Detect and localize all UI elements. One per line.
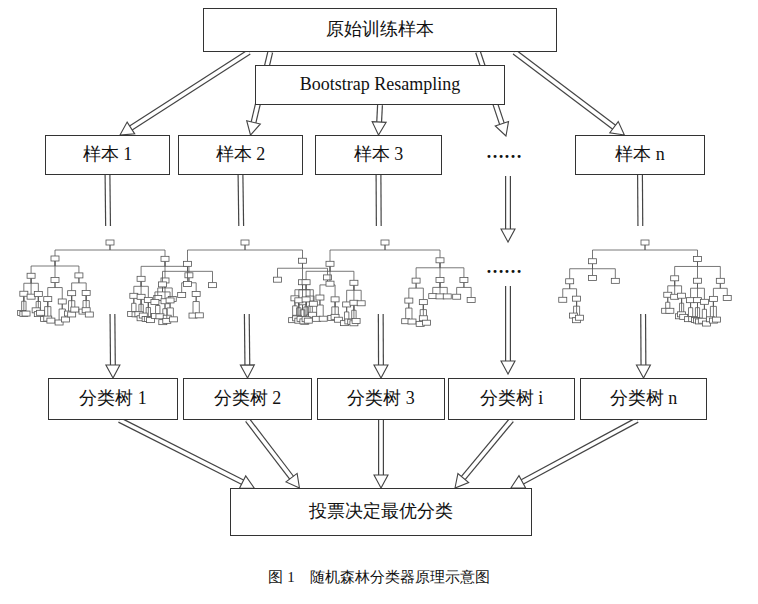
arrow-shaft [109, 314, 115, 366]
tree-box: 分类树 i [448, 378, 575, 420]
node-text: 投票决定最优分类 [309, 501, 453, 523]
arrow-shaft-inner [120, 420, 244, 483]
arrow-shaft [637, 175, 643, 226]
arrow-shaft-inner [379, 420, 383, 476]
flow-arrow [106, 175, 120, 378]
sample-box: 样本 1 [45, 135, 170, 175]
arrow-head [240, 365, 254, 378]
arrow-shaft [463, 420, 512, 479]
node-text: 原始训练样本 [326, 19, 434, 41]
arrow-shaft-inner [248, 420, 293, 478]
arrow-shaft [248, 420, 293, 478]
node-text: Bootstrap Resampling [300, 74, 461, 96]
flow-arrow [120, 52, 249, 135]
arrow-shaft [376, 105, 383, 123]
arrow-shaft-inner [245, 314, 249, 366]
decision-tree-icon [151, 240, 342, 324]
arrow-head [455, 474, 469, 488]
arrow-shaft [378, 314, 384, 366]
ellipsis-mark: …… [486, 143, 522, 161]
flow-arrow [636, 175, 650, 378]
arrow-head [372, 122, 386, 135]
node-text: 分类树 3 [347, 388, 415, 410]
arrow-shaft [505, 176, 511, 230]
decision-tree-icon [559, 240, 731, 326]
node-text: 分类树 n [610, 388, 678, 410]
arrow-shaft-inner [106, 175, 110, 226]
arrow-head [501, 229, 515, 242]
tree-box: 分类树 1 [48, 378, 178, 420]
arrow-head [120, 122, 135, 135]
node-text: 分类树 1 [79, 388, 147, 410]
arrow-head [239, 476, 254, 488]
figure-caption: 图 1 随机森林分类器原理示意图 [268, 568, 489, 587]
flow-arrow [374, 420, 388, 488]
arrow-shaft-inner [506, 176, 510, 230]
arrow-shaft [505, 286, 511, 362]
arrow-head [247, 121, 261, 135]
flow-arrow [120, 420, 255, 488]
arrow-head [374, 365, 388, 378]
arrow-head [374, 475, 388, 488]
arrow-shaft-inner [239, 175, 243, 226]
decision-tree-icon [293, 240, 476, 326]
arrow-head [495, 121, 508, 136]
arrow-shaft [515, 52, 615, 128]
flow-arrow [240, 175, 254, 378]
arrow-head [610, 122, 625, 135]
node-text: 样本 n [615, 144, 665, 166]
node-text: 样本 1 [83, 144, 133, 166]
arrow-shaft [238, 175, 245, 226]
arrow-head [501, 361, 515, 374]
arrow-shaft-inner [515, 52, 615, 128]
arrow-head [286, 473, 299, 488]
arrow-shaft-inner [521, 420, 637, 482]
arrow-shaft [105, 175, 112, 226]
arrow-shaft-inner [463, 420, 512, 479]
arrow-shaft [378, 420, 384, 476]
decision-tree-icon [18, 240, 204, 325]
flow-arrow [455, 420, 512, 488]
arrow-shaft-inner [377, 105, 382, 123]
arrow-shaft-inner [111, 314, 115, 366]
tree-box: 分类树 3 [317, 378, 445, 420]
arrow-head [511, 476, 526, 488]
arrow-head [636, 365, 650, 378]
arrow-shaft-inner [638, 175, 642, 226]
arrow-shaft-inner [377, 175, 381, 226]
arrow-shaft-inner [379, 314, 383, 366]
sample-box: 样本 3 [315, 135, 442, 175]
flow-arrow [511, 420, 637, 488]
process-box: Bootstrap Resampling [255, 65, 505, 105]
arrow-shaft [120, 420, 244, 483]
ellipsis-mark: …… [486, 258, 522, 276]
tree-box: 分类树 2 [183, 378, 312, 420]
arrow-shaft [521, 420, 637, 482]
arrow-shaft [640, 314, 646, 366]
flow-arrow [372, 105, 386, 135]
node-text: 分类树 i [480, 388, 544, 410]
arrow-shaft-inner [130, 52, 249, 129]
node-text: 样本 2 [216, 144, 266, 166]
arrow-shaft [244, 314, 251, 366]
node-text: 分类树 2 [214, 388, 282, 410]
tree-box: 分类树 n [580, 378, 707, 420]
arrow-shaft [376, 175, 382, 226]
node-text: 样本 3 [354, 144, 404, 166]
arrow-shaft [130, 52, 249, 129]
arrow-shaft-inner [506, 286, 510, 362]
flow-arrow [248, 420, 300, 488]
sample-box: 样本 n [575, 135, 705, 175]
arrow-shaft-inner [641, 314, 645, 366]
flow-arrow [515, 52, 625, 135]
arrow-head [106, 365, 120, 378]
result-box: 投票决定最优分类 [230, 488, 532, 536]
source-box: 原始训练样本 [203, 8, 557, 52]
flow-arrow [374, 175, 388, 378]
sample-box: 样本 2 [178, 135, 303, 175]
